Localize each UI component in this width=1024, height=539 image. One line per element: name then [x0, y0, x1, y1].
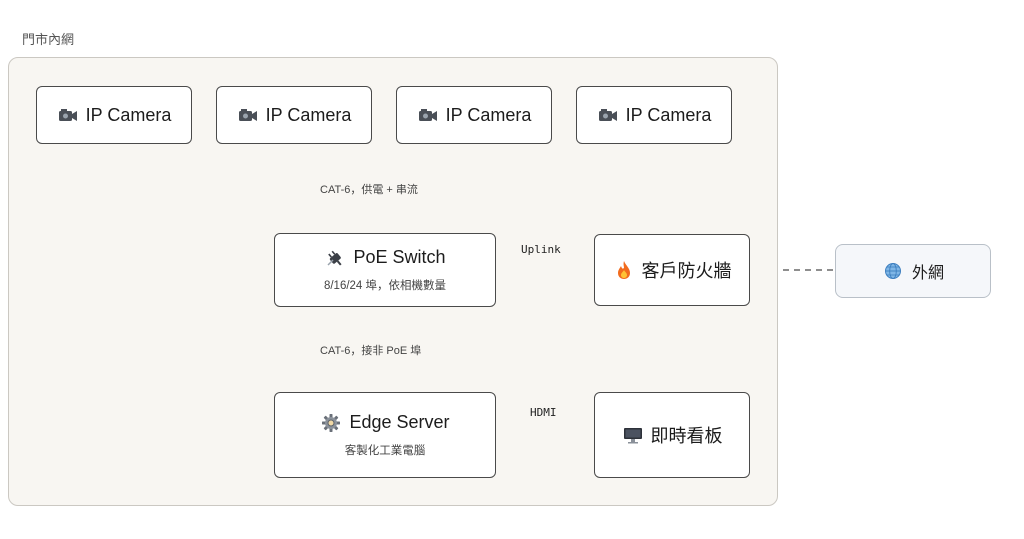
display-title: 即時看板	[650, 426, 723, 446]
ip-camera-node-4[interactable]: IP Camera	[576, 86, 732, 144]
edge-label-camera-switch: CAT-6，供電 + 串流	[317, 180, 421, 198]
edge-label-hdmi: HDMI	[530, 406, 557, 419]
camera-label: IP Camera	[265, 104, 352, 125]
poe-switch-title: PoE Switch	[353, 247, 446, 267]
zone-label: 門市內網	[22, 32, 75, 47]
monitor-icon	[622, 425, 644, 445]
gear-icon	[320, 413, 342, 433]
poe-switch-node[interactable]: PoE Switch 8/16/24 埠，依相機數量	[274, 233, 496, 307]
edge-label-uplink: Uplink	[521, 243, 561, 256]
edge-label-switch-server: CAT-6，接非 PoE 埠	[317, 341, 425, 359]
camera-label: IP Camera	[85, 104, 172, 125]
ip-camera-node-1[interactable]: IP Camera	[36, 86, 192, 144]
plug-icon	[324, 248, 346, 268]
camera-label: IP Camera	[625, 104, 712, 125]
external-network-node[interactable]: 外網	[835, 244, 991, 298]
external-title: 外網	[911, 265, 944, 282]
camera-icon	[237, 105, 259, 125]
edge-server-subtitle: 客製化工業電腦	[344, 445, 426, 457]
firewall-title: 客戶防火牆	[641, 261, 732, 281]
camera-label: IP Camera	[445, 104, 532, 125]
ip-camera-node-2[interactable]: IP Camera	[216, 86, 372, 144]
globe-icon	[882, 261, 904, 281]
display-node[interactable]: 即時看板	[594, 392, 750, 478]
fire-icon	[613, 260, 635, 280]
camera-icon	[597, 105, 619, 125]
edge-server-node[interactable]: Edge Server 客製化工業電腦	[274, 392, 496, 478]
poe-switch-subtitle: 8/16/24 埠，依相機數量	[323, 280, 447, 292]
camera-icon	[417, 105, 439, 125]
edge-server-title: Edge Server	[349, 412, 450, 432]
firewall-node[interactable]: 客戶防火牆	[594, 234, 750, 306]
ip-camera-node-3[interactable]: IP Camera	[396, 86, 552, 144]
camera-icon	[57, 105, 79, 125]
